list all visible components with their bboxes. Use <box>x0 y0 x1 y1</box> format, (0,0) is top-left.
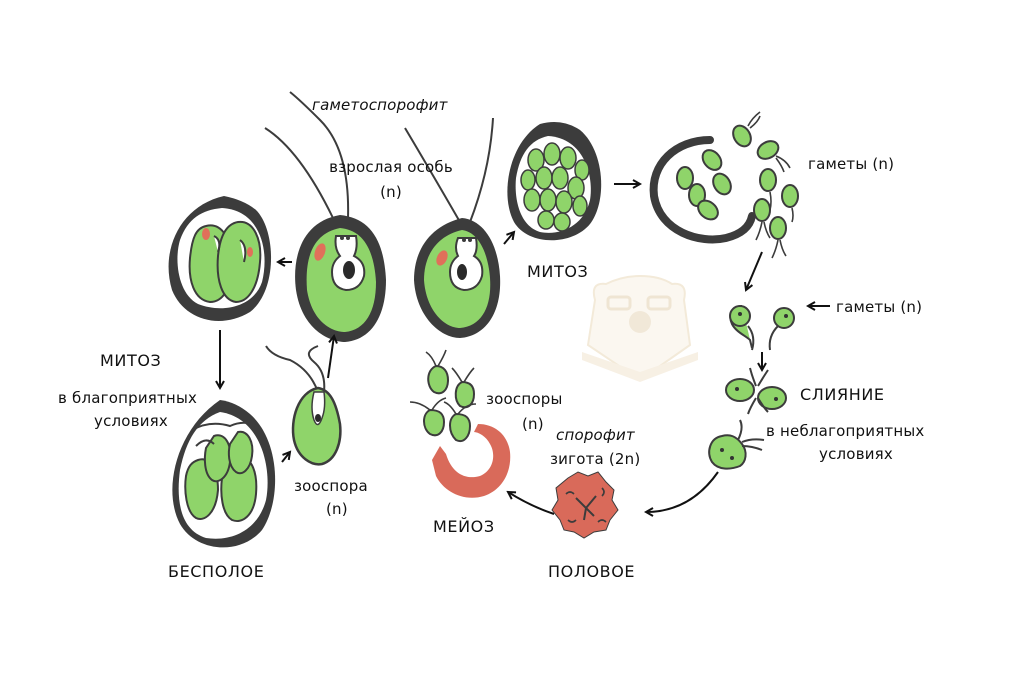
zoospore-illustration <box>265 345 342 466</box>
adult-label-line1: взрослая особь <box>329 158 453 176</box>
arrow-to-zygote <box>646 471 719 512</box>
arrows <box>220 184 830 514</box>
sporangium-illustration <box>168 196 272 321</box>
adult-cell-illustration <box>404 117 501 338</box>
young-zygote-illustration <box>708 419 765 470</box>
favorable-label-line1: в благоприятных <box>58 389 198 407</box>
mitosis-top-label: МИТОЗ <box>527 262 589 281</box>
zygote-illustration <box>551 471 619 539</box>
adult-cell-illustration <box>264 91 386 342</box>
arrow-gametes-down <box>746 251 763 290</box>
zoospores-label-line1: зооспоры <box>486 390 563 408</box>
unfavorable-label-line2: условиях <box>819 445 893 463</box>
adult-label-line2: (n) <box>380 183 402 201</box>
zoospores-label-line2: (n) <box>522 415 544 433</box>
arrow-to-zoospore <box>281 452 290 463</box>
gametangium-illustration <box>507 122 602 241</box>
zygote-label: зигота (2n) <box>550 450 641 468</box>
arrow-to-meiosis <box>508 492 555 515</box>
sporophyte-label: спорофит <box>556 426 635 444</box>
favorable-label-line2: условиях <box>94 412 168 430</box>
arrow-zoospore-to-adult <box>327 336 334 379</box>
watermark-logo-icon <box>582 274 698 382</box>
zoospore-label-line1: зооспора <box>294 477 368 495</box>
meiosis-illustration <box>409 349 511 498</box>
arrow-to-mitosis <box>503 232 514 245</box>
fusion-label: СЛИЯНИЕ <box>800 385 885 404</box>
mitosis-left-label: МИТОЗ <box>100 351 162 370</box>
zoospore-label-line2: (n) <box>326 500 348 518</box>
gametes-mid-label: гаметы (n) <box>836 298 923 316</box>
fusing-gametes-illustration <box>725 367 787 415</box>
gamete-pair-illustration <box>729 305 795 351</box>
asexual-label: БЕСПОЛОЕ <box>168 562 265 581</box>
meiosis-label: МЕЙОЗ <box>433 517 495 536</box>
unfavorable-label-line1: в неблагоприятных <box>766 422 925 440</box>
sexual-label: ПОЛОВОЕ <box>548 562 636 581</box>
gametes-top-label: гаметы (n) <box>808 155 895 173</box>
gametosporophyte-label: гаметоспорофит <box>312 96 448 114</box>
released-gametes-illustration <box>649 111 799 259</box>
zoosporangium-illustration <box>172 400 276 548</box>
